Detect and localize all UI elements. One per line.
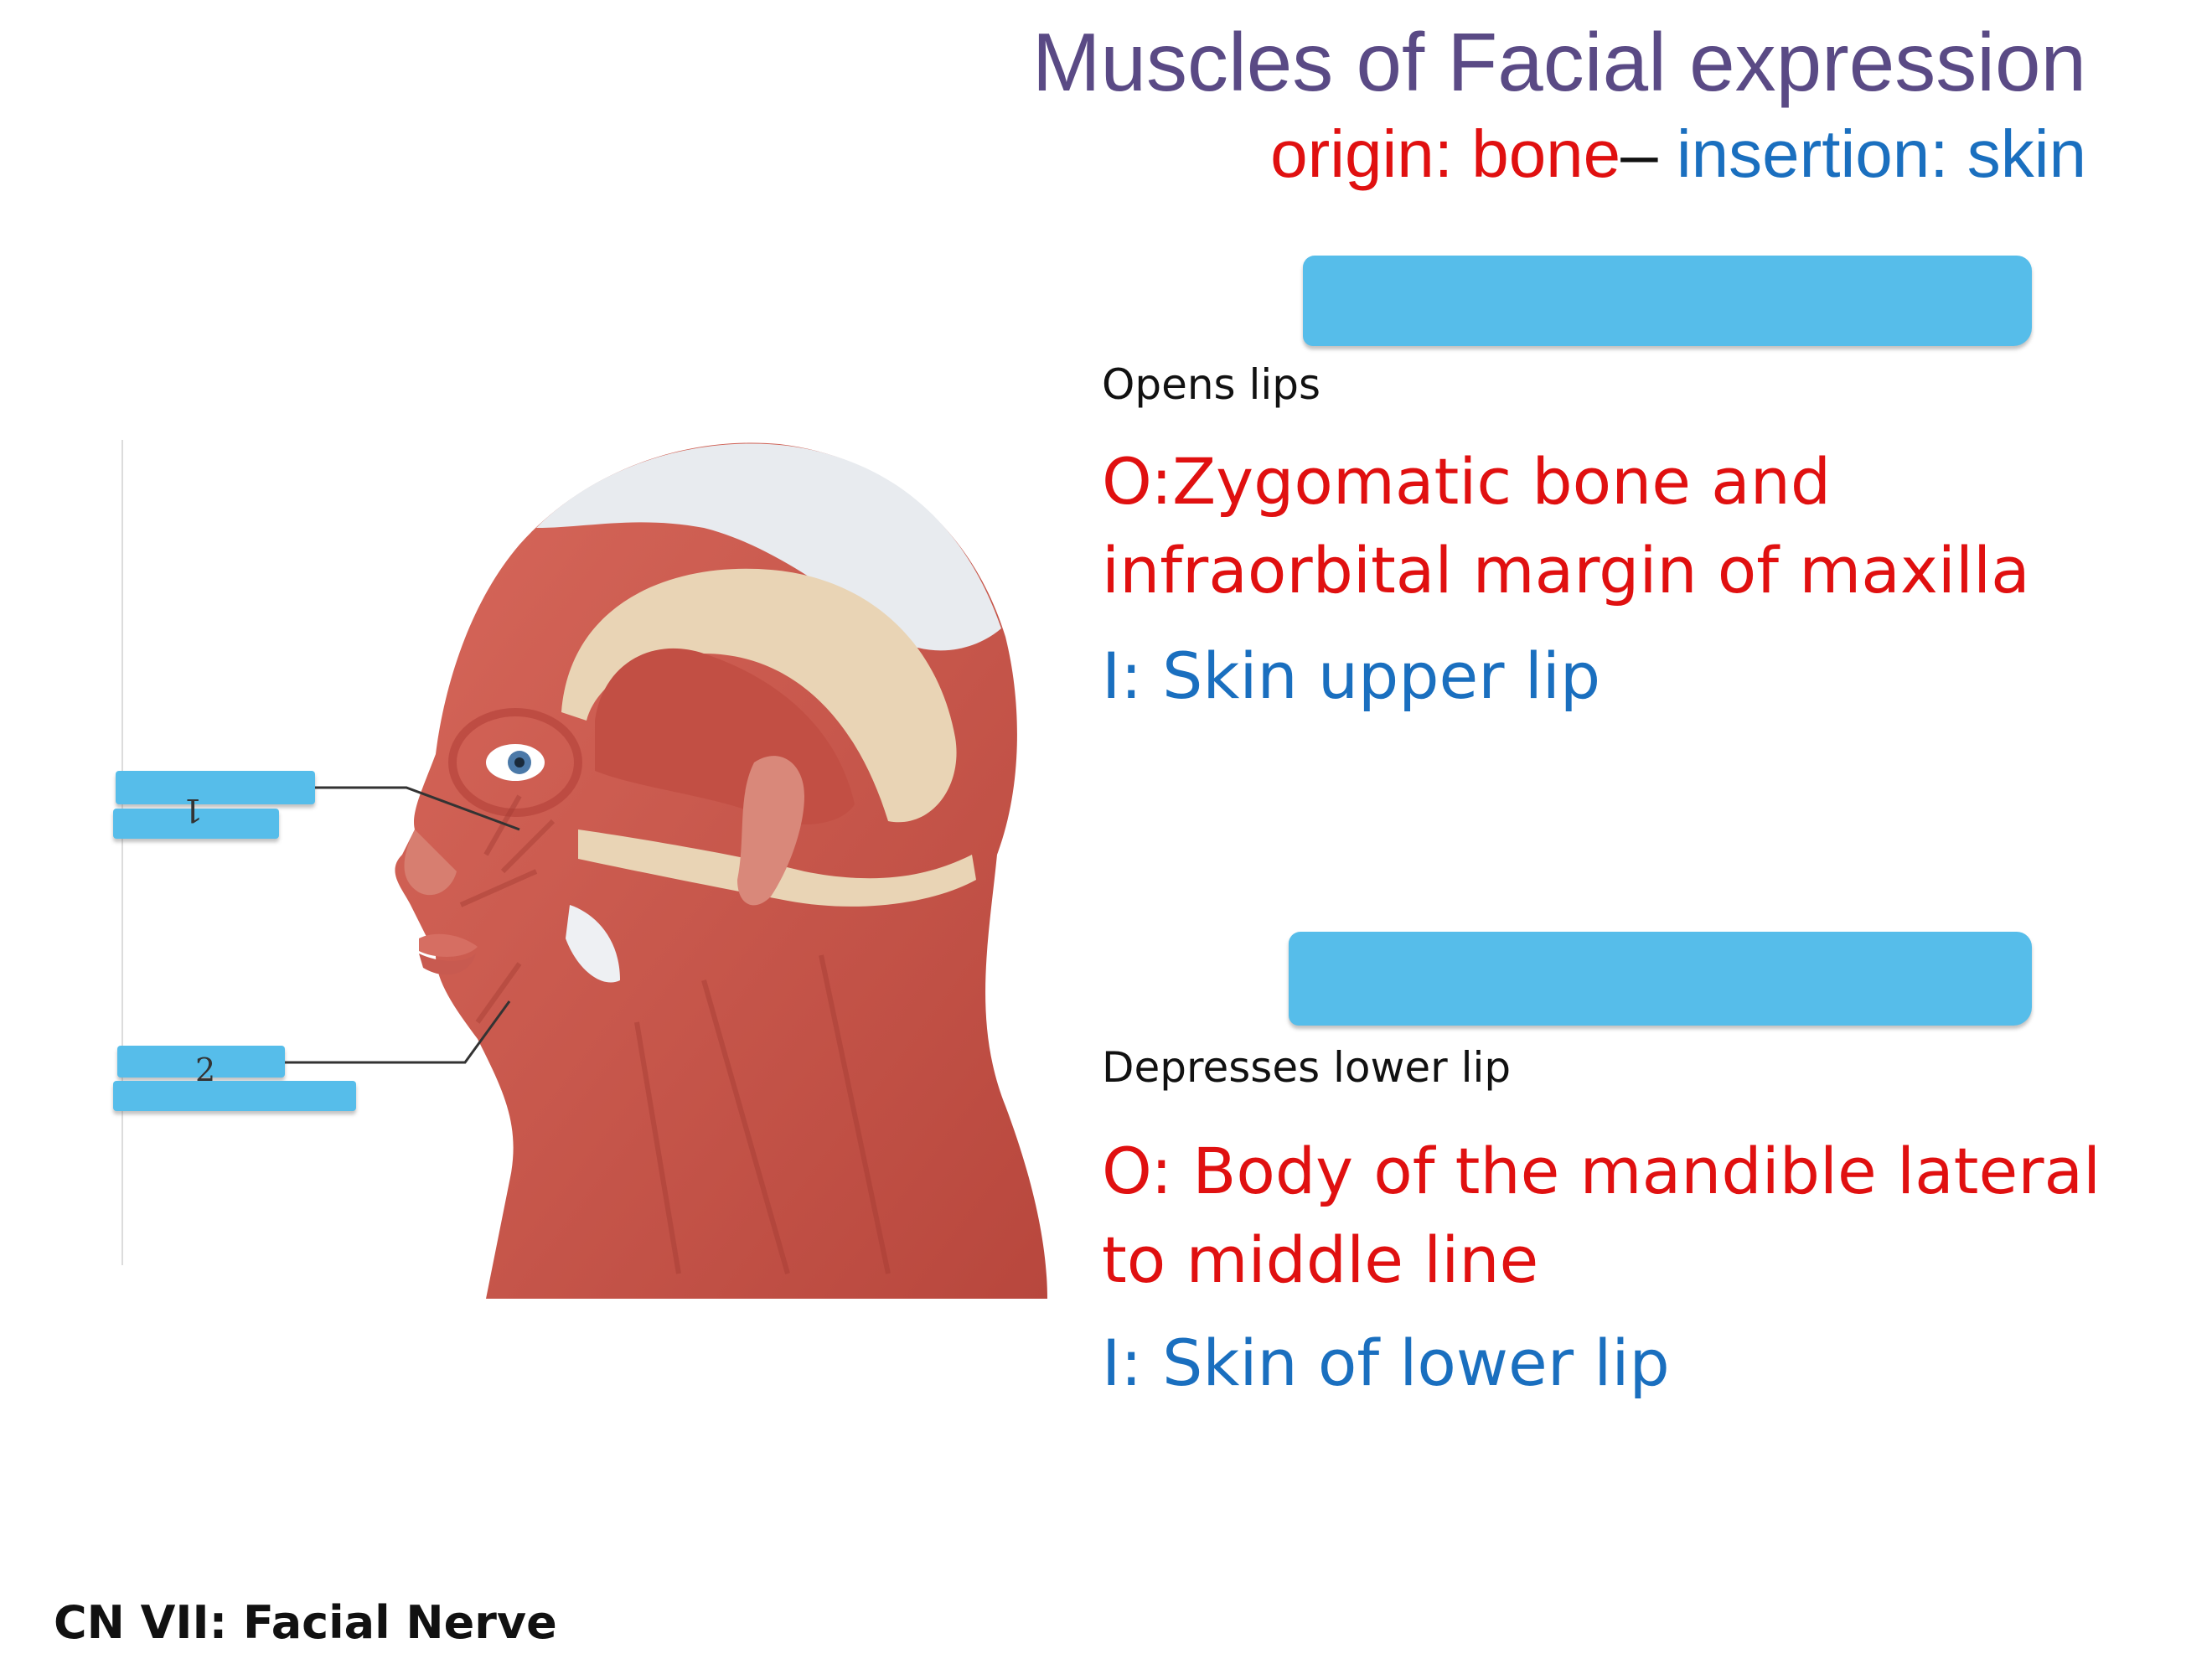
- label-1-cover-top: [116, 771, 315, 804]
- muscle-2-action: Depresses lower lip: [1102, 1043, 1512, 1092]
- label-2-cover-top: [117, 1046, 285, 1078]
- muscle-2-name-cover: [1289, 932, 2032, 1026]
- muscle-1-action: Opens lips: [1102, 360, 1321, 409]
- muscle-1-origin: O:Zygomatic bone and infraorbital margin…: [1102, 444, 2030, 607]
- muscle-1-insertion: I: Skin upper lip: [1102, 638, 1601, 713]
- origin-legend: origin: bone: [1270, 116, 1621, 191]
- label-2-cover-bottom: [113, 1081, 356, 1111]
- slide-subtitle: origin: bone– insertion: skin: [1270, 116, 2086, 193]
- head-muscle-illustration: [395, 442, 1047, 1299]
- label-2-number: 2: [195, 1052, 216, 1088]
- subtitle-dash: –: [1620, 116, 1658, 191]
- slide-title: Muscles of Facial expression: [1031, 16, 2086, 108]
- muscle-1-name-cover: [1303, 256, 2032, 346]
- muscle-2-insertion: I: Skin of lower lip: [1102, 1326, 1670, 1400]
- footer-nerve: CN VII: Facial Nerve: [54, 1596, 557, 1649]
- margin-rule: [121, 440, 123, 1265]
- muscle-2-origin: O: Body of the mandible lateral to middl…: [1102, 1134, 2101, 1297]
- insertion-legend: insertion: skin: [1657, 116, 2086, 191]
- label-1-number: 1: [183, 792, 204, 829]
- label-1-cover-bottom: [113, 809, 279, 839]
